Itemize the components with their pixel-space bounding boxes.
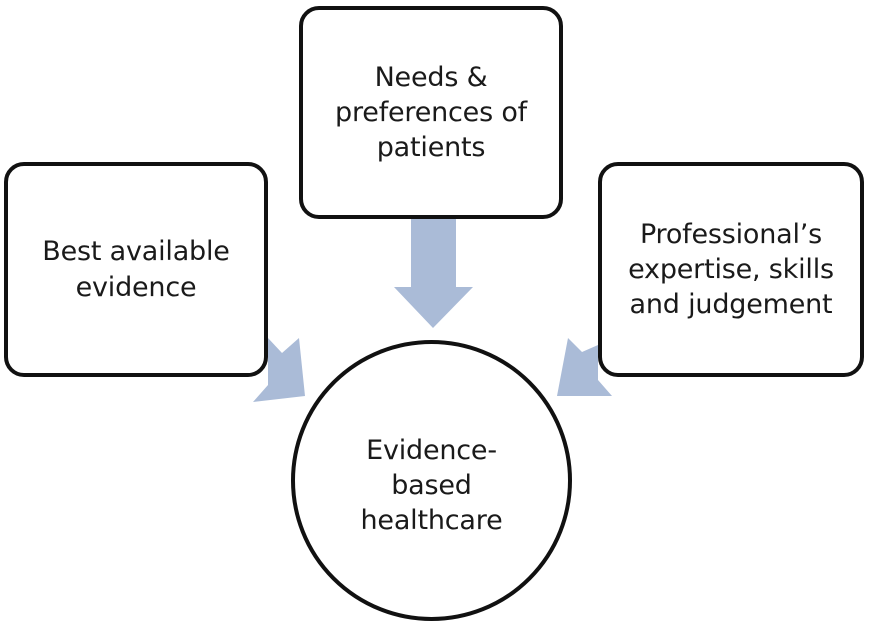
best-evidence-label: Best available evidence (42, 236, 230, 303)
arrow-left-to-center (253, 338, 305, 402)
arrow-top-to-center (394, 219, 473, 328)
evidence-based-healthcare-label: Evidence- based healthcare (360, 434, 503, 537)
patient-preferences-label: Needs & preferences of patients (335, 61, 527, 164)
best-evidence-box: Best available evidence (4, 162, 268, 377)
evidence-based-healthcare-circle: Evidence- based healthcare (291, 340, 572, 621)
arrow-right-to-center (557, 338, 612, 396)
professional-expertise-label: Professional’s expertise, skills and jud… (628, 218, 834, 321)
professional-expertise-box: Professional’s expertise, skills and jud… (598, 162, 864, 377)
patient-preferences-box: Needs & preferences of patients (299, 6, 563, 219)
